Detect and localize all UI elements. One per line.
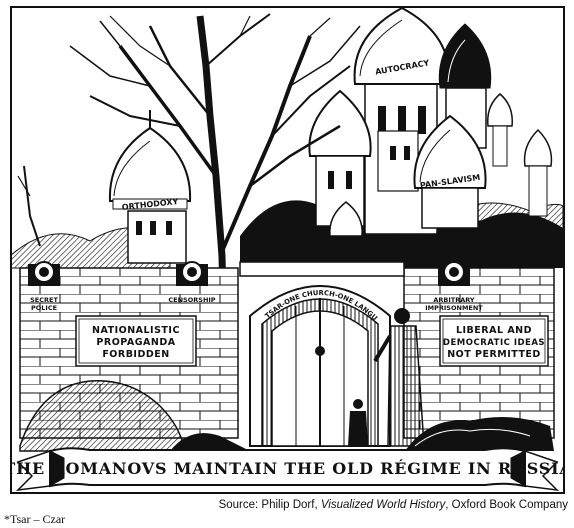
child-figure [348, 399, 368, 446]
cannon-censorship [176, 261, 208, 286]
source-prefix: Source: Philip Dorf, [218, 499, 321, 511]
autocracy-cathedral: AUTOCRACY [308, 6, 553, 237]
source-title: Visualized World History [320, 499, 446, 511]
label-secret-police-1: SECRET [30, 296, 58, 304]
footnote: *Tsar – Czar [4, 512, 66, 526]
sign-right-line-3: NOT PERMITTED [447, 349, 541, 360]
orthodoxy-church: ORTHODOXY [108, 110, 192, 264]
sign-right-line-1: LIBERAL AND [456, 325, 532, 336]
sign-liberal-democratic-ideas: LIBERAL AND DEMOCRATIC IDEAS NOT PERMITT… [439, 315, 549, 367]
cannon-secret-police [28, 261, 60, 286]
label-arbitrary-1: ARBITRARY [433, 296, 475, 304]
sign-left-line-3: FORBIDDEN [102, 349, 169, 360]
source-suffix: , Oxford Book Company [445, 499, 568, 511]
sign-right-line-2: DEMOCRATIC IDEAS [443, 338, 545, 348]
cannon-arbitrary-imprisonment [438, 261, 470, 286]
foreground-bushes [19, 379, 554, 452]
sign-nationalistic-propaganda: NATIONALISTIC PROPAGANDA FORBIDDEN [75, 315, 197, 367]
source-credit: Source: Philip Dorf, Visualized World Hi… [219, 499, 568, 511]
label-censorship: CENSORSHIP [168, 296, 215, 304]
sign-left-line-1: NATIONALISTIC [92, 325, 180, 336]
banner-title: THE ROMANOVS MAINTAIN THE OLD RÉGIME IN … [10, 458, 565, 478]
title-banner: THE ROMANOVS MAINTAIN THE OLD RÉGIME IN … [10, 447, 565, 492]
label-arbitrary-2: IMPRISONMENT [425, 304, 483, 312]
stone-wall [19, 261, 555, 439]
pan-slavism-dome: PAN-SLAVISM [413, 114, 487, 229]
political-cartoon: ORTHODOXY AUTOCRACY PAN-SLAVISM [10, 6, 565, 494]
sign-left-line-2: PROPAGANDA [96, 337, 175, 348]
label-secret-police-2: POLICE [31, 304, 57, 312]
